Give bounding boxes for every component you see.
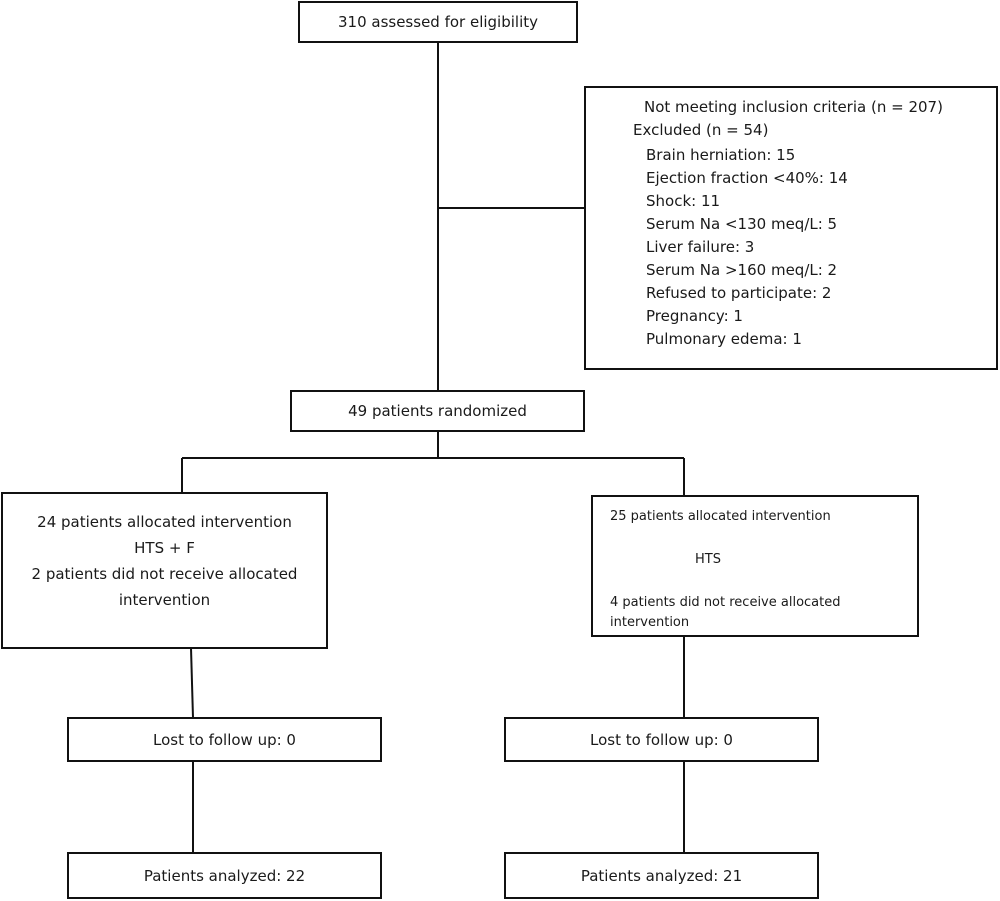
exclusion-reason: Serum Na >160 meq/L: 2 bbox=[646, 261, 838, 279]
left-analyzed-text: Patients analyzed: 22 bbox=[143, 866, 306, 885]
exclusion-reason: Ejection fraction <40%: 14 bbox=[646, 169, 848, 187]
left-not-received-cont: intervention bbox=[118, 591, 211, 609]
not-meeting-criteria: Not meeting inclusion criteria (n = 207) bbox=[644, 98, 943, 116]
right-lost-box: Lost to follow up: 0 bbox=[504, 717, 819, 762]
randomized-box: 49 patients randomized bbox=[290, 390, 585, 432]
left-group-label: HTS + F bbox=[134, 539, 195, 557]
left-analyzed-box: Patients analyzed: 22 bbox=[67, 852, 382, 899]
right-not-received-cont: intervention bbox=[610, 615, 690, 630]
exclusion-reason: Liver failure: 3 bbox=[646, 238, 755, 256]
exclusion-reason: Serum Na <130 meq/L: 5 bbox=[646, 215, 838, 233]
randomized-text: 49 patients randomized bbox=[348, 402, 527, 420]
exclusion-box: Not meeting inclusion criteria (n = 207)… bbox=[584, 86, 998, 370]
left-allocation-text: 24 patients allocated intervention HTS +… bbox=[3, 509, 326, 613]
right-analyzed-text: Patients analyzed: 21 bbox=[580, 866, 743, 885]
left-lost-box: Lost to follow up: 0 bbox=[67, 717, 382, 762]
connector-left-allocation-to-lost bbox=[190, 647, 194, 719]
exclusion-reason: Pregnancy: 1 bbox=[646, 307, 743, 325]
right-lost-text: Lost to follow up: 0 bbox=[590, 730, 733, 749]
right-analyzed-box: Patients analyzed: 21 bbox=[504, 852, 819, 899]
exclusion-reason: Pulmonary edema: 1 bbox=[646, 330, 802, 348]
assessed-text: 310 assessed for eligibility bbox=[337, 13, 539, 31]
exclusion-reason: Brain herniation: 15 bbox=[646, 146, 796, 164]
left-allocation-box: 24 patients allocated intervention HTS +… bbox=[1, 492, 328, 649]
right-group-label: HTS bbox=[695, 552, 721, 567]
exclusion-reason: Refused to participate: 2 bbox=[646, 284, 832, 302]
left-not-received: 2 patients did not receive allocated bbox=[31, 565, 298, 583]
left-allocated: 24 patients allocated intervention bbox=[37, 513, 292, 531]
right-allocated: 25 patients allocated intervention bbox=[610, 509, 831, 524]
exclusion-reasons-list: Brain herniation: 15 Ejection fraction <… bbox=[646, 144, 848, 351]
right-allocation-box: 25 patients allocated intervention HTS 4… bbox=[591, 495, 919, 637]
left-lost-text: Lost to follow up: 0 bbox=[153, 730, 296, 749]
right-not-received: 4 patients did not receive allocated bbox=[610, 595, 841, 610]
assessed-box: 310 assessed for eligibility bbox=[298, 1, 578, 43]
exclusion-reason: Shock: 11 bbox=[646, 192, 721, 210]
excluded-count: Excluded (n = 54) bbox=[633, 121, 769, 139]
